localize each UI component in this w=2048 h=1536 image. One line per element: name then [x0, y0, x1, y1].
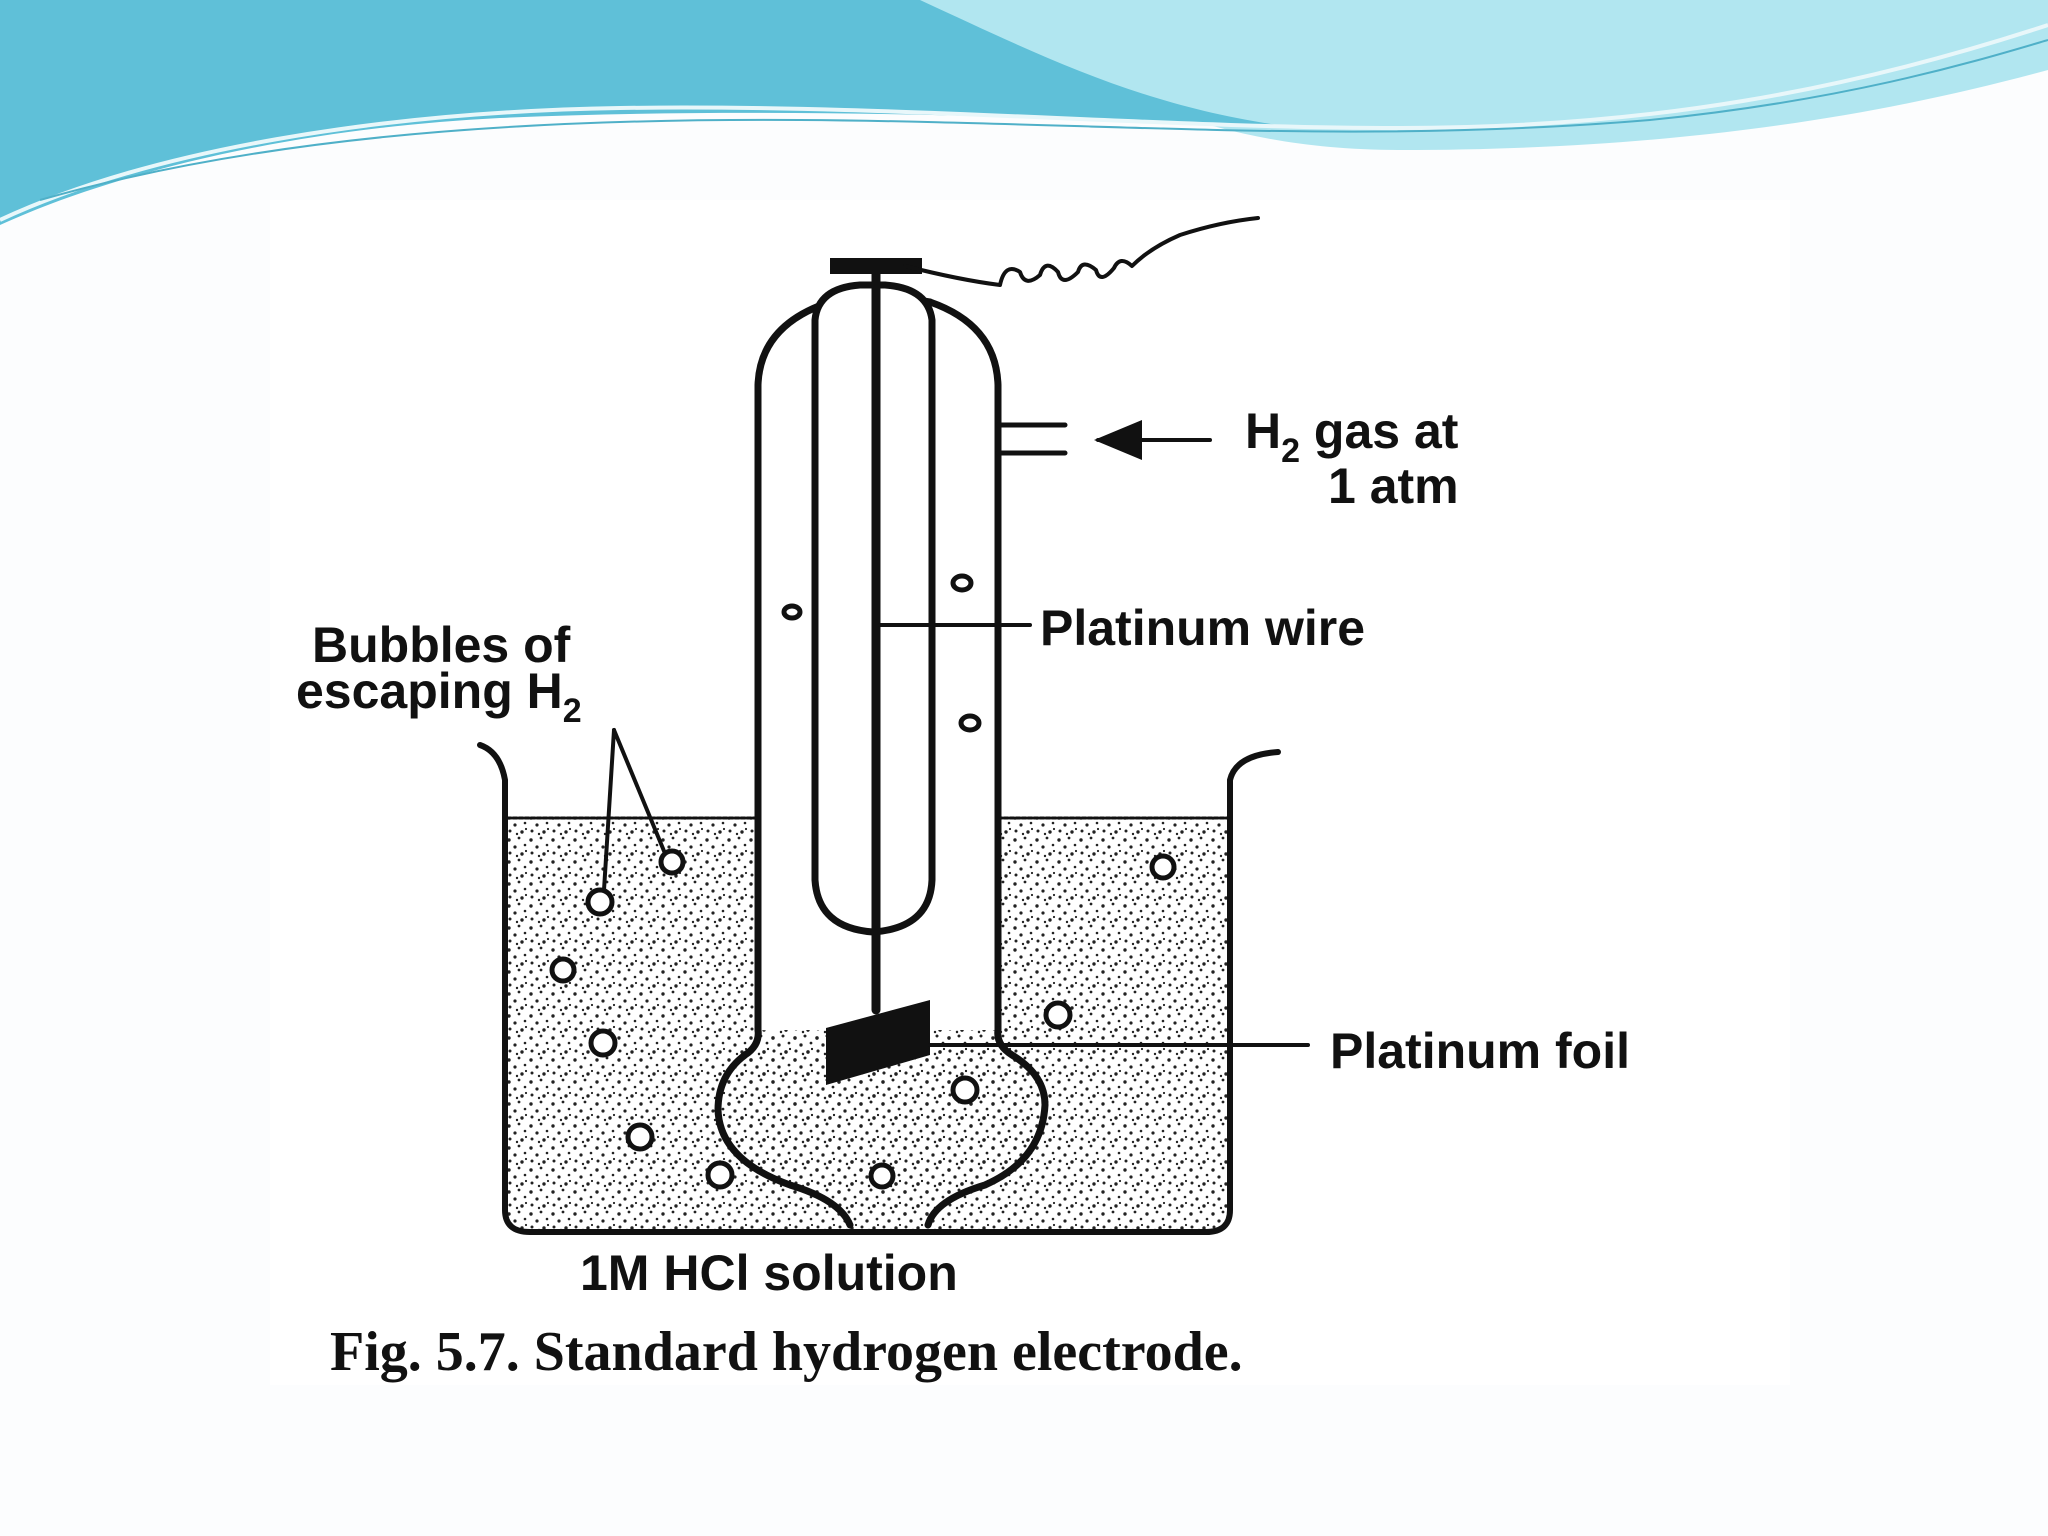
wave-line-thin	[39, 39, 2048, 201]
bubble	[958, 713, 982, 733]
label-h2-gas: H2 gas at	[1245, 403, 1459, 470]
header-waves	[0, 0, 2048, 225]
bubble	[658, 848, 686, 876]
bubble	[549, 956, 577, 984]
bubble	[705, 1160, 735, 1190]
lead-wire-coil	[903, 216, 1260, 287]
platinum-foil	[826, 1000, 930, 1085]
bubble	[625, 1122, 655, 1152]
beaker	[477, 742, 1281, 1235]
label-bubbles-line1: Bubbles of	[312, 617, 571, 673]
label-1-atm: 1 atm	[1328, 458, 1459, 514]
bubble	[1043, 1000, 1073, 1030]
bulb-left	[714, 1026, 854, 1229]
wave-dark	[0, 0, 1300, 225]
wave-highlight	[0, 23, 2048, 222]
electrode-diagram	[477, 216, 1310, 1235]
bubble	[950, 1075, 980, 1105]
label-solution: 1M HCl solution	[580, 1245, 958, 1301]
label-bubbles-line2: escaping H2	[296, 663, 582, 730]
bubble	[781, 603, 803, 621]
bubble	[588, 1028, 618, 1058]
bubble	[950, 573, 974, 593]
outer-tube-left-wall	[754, 298, 834, 1034]
label-platinum-foil: Platinum foil	[1330, 1023, 1630, 1079]
leader-bubbles-2	[612, 728, 666, 853]
bubble	[585, 887, 615, 917]
wave-light	[0, 0, 2048, 150]
electrode-cap	[830, 258, 922, 274]
bubble	[868, 1162, 896, 1190]
diagram-labels: H2 gas at 1 atm Platinum wire Bubbles of…	[296, 403, 1630, 1383]
figure-caption: Fig. 5.7. Standard hydrogen electrode.	[330, 1321, 1243, 1383]
label-platinum-wire: Platinum wire	[1040, 600, 1365, 656]
leader-bubbles-1	[602, 728, 616, 892]
bubble	[1149, 853, 1177, 881]
bulb-right	[924, 1026, 1049, 1229]
outer-tube-right-wall	[926, 298, 1002, 1034]
